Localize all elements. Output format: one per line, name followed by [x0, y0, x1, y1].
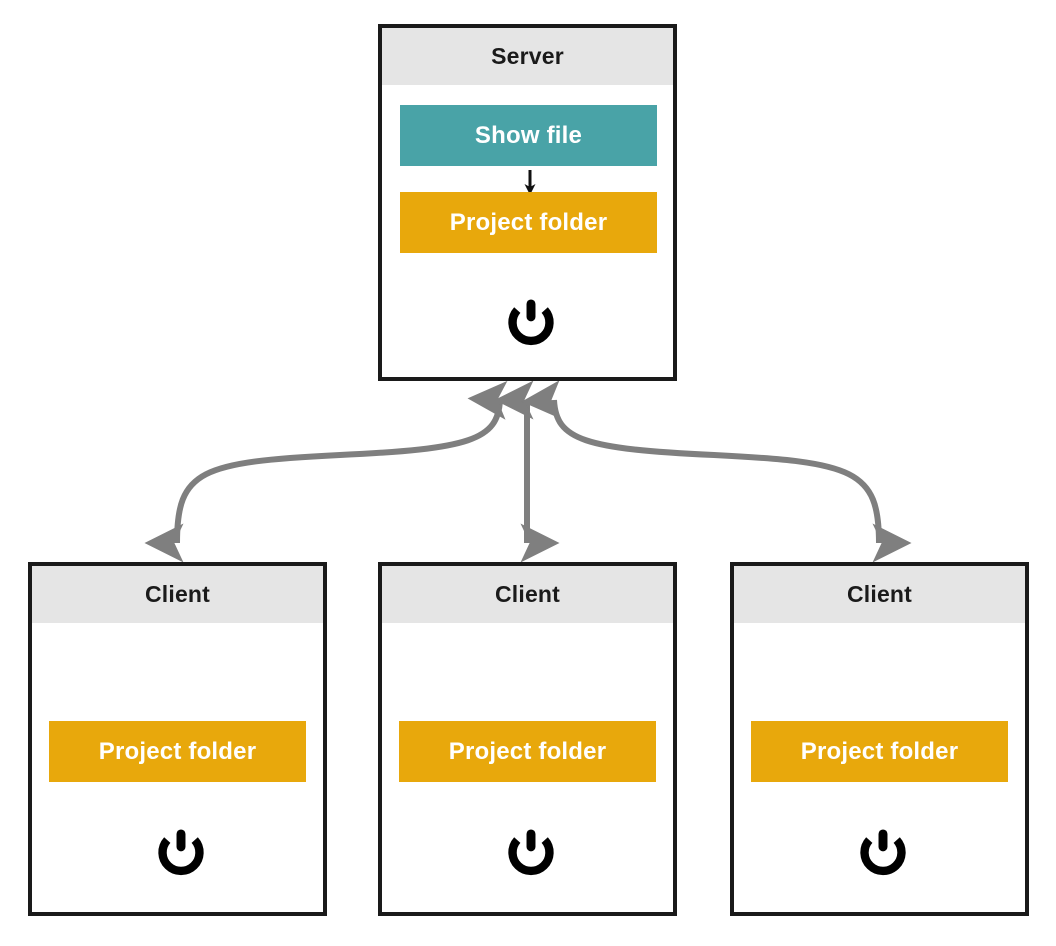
server-show-file-label: Show file [474, 121, 583, 149]
client-3-project-folder-label: Project folder [800, 737, 959, 765]
client-box-3[interactable]: Client Project folder [730, 562, 1029, 916]
server-project-folder-label: Project folder [449, 208, 608, 236]
client-1-header: Client [32, 566, 323, 623]
client-box-1[interactable]: Client Project folder [28, 562, 327, 916]
client-box-2[interactable]: Client Project folder [378, 562, 677, 916]
power-icon[interactable] [503, 825, 559, 881]
server-box[interactable]: Server Show file Project folder [378, 24, 677, 381]
client-3-header-label: Client [846, 581, 913, 607]
client-1-header-label: Client [144, 581, 211, 607]
server-header-label: Server [491, 43, 564, 69]
client-2-project-folder-bar[interactable]: Project folder [399, 721, 656, 782]
client-3-project-folder-bar[interactable]: Project folder [751, 721, 1008, 782]
client-3-header: Client [734, 566, 1025, 623]
down-arrow-icon [522, 170, 538, 196]
server-project-folder-bar[interactable]: Project folder [400, 192, 657, 253]
client-1-project-folder-label: Project folder [98, 737, 257, 765]
power-icon[interactable] [855, 825, 911, 881]
server-show-file-bar[interactable]: Show file [400, 105, 657, 166]
power-icon[interactable] [153, 825, 209, 881]
client-2-header-label: Client [494, 581, 561, 607]
server-header: Server [382, 28, 673, 85]
client-2-project-folder-label: Project folder [448, 737, 607, 765]
client-1-project-folder-bar[interactable]: Project folder [49, 721, 306, 782]
client-2-header: Client [382, 566, 673, 623]
connector-server-to-client-1 [144, 380, 508, 563]
connector-server-to-client-3 [521, 380, 912, 563]
power-icon[interactable] [503, 295, 559, 351]
